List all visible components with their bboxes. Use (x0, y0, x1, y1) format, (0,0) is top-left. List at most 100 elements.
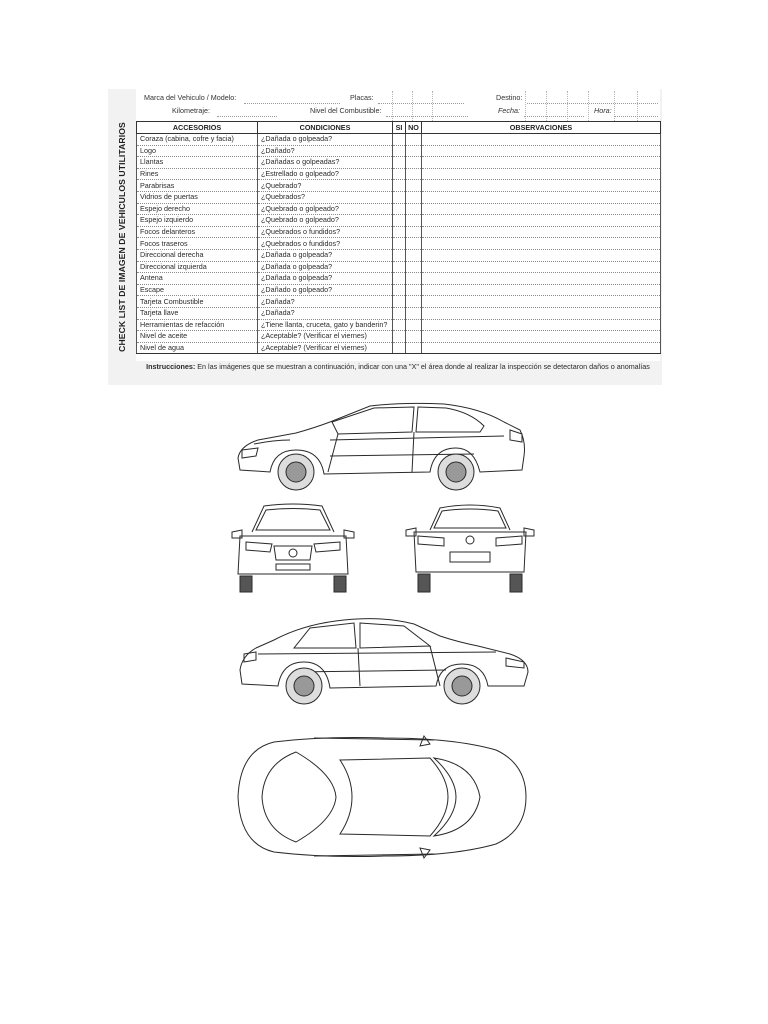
no-checkbox-cell[interactable] (405, 237, 422, 250)
grid-line (525, 91, 526, 121)
observaciones-cell[interactable] (421, 319, 661, 332)
car-side-view-right[interactable] (234, 614, 534, 710)
observaciones-cell[interactable] (421, 284, 661, 297)
kilometraje-field[interactable] (217, 116, 277, 117)
si-checkbox-cell[interactable] (392, 145, 406, 158)
no-checkbox-cell[interactable] (405, 156, 422, 169)
observaciones-cell[interactable] (421, 272, 661, 285)
accesorio-cell: Rines (136, 168, 258, 181)
no-checkbox-cell[interactable] (405, 145, 422, 158)
table-row: Nivel de aceite¿Aceptable? (Verificar el… (136, 330, 661, 343)
hora-field[interactable] (614, 116, 658, 117)
si-checkbox-cell[interactable] (392, 156, 406, 169)
si-checkbox-cell[interactable] (392, 307, 406, 320)
combustible-field[interactable] (386, 116, 468, 117)
si-checkbox-cell[interactable] (392, 226, 406, 239)
car-top-view[interactable] (234, 734, 530, 860)
observaciones-cell[interactable] (421, 179, 661, 192)
placas-field[interactable] (378, 103, 464, 104)
si-checkbox-cell[interactable] (392, 168, 406, 181)
observaciones-cell[interactable] (421, 203, 661, 216)
observaciones-cell[interactable] (421, 295, 661, 308)
car-front-view[interactable] (228, 502, 358, 596)
no-checkbox-cell[interactable] (405, 272, 422, 285)
checklist-table: ACCESORIOS CONDICIONES SI NO OBSERVACION… (136, 121, 661, 355)
accesorio-cell: Llantas (136, 156, 258, 169)
si-checkbox-cell[interactable] (392, 295, 406, 308)
observaciones-cell[interactable] (421, 330, 661, 343)
no-checkbox-cell[interactable] (405, 342, 422, 355)
si-checkbox-cell[interactable] (392, 133, 406, 146)
marca-field[interactable] (244, 103, 340, 104)
si-checkbox-cell[interactable] (392, 191, 406, 204)
accesorio-cell: Vidrios de puertas (136, 191, 258, 204)
observaciones-cell[interactable] (421, 249, 661, 262)
no-checkbox-cell[interactable] (405, 191, 422, 204)
grid-line (567, 91, 568, 121)
condicion-cell: ¿Dañada o golpeada? (257, 249, 393, 262)
si-checkbox-cell[interactable] (392, 214, 406, 227)
table-row: Antena¿Dañada o golpeada? (136, 272, 661, 285)
table-row: Espejo izquierdo¿Quebrado o golpeado? (136, 214, 661, 227)
no-checkbox-cell[interactable] (405, 330, 422, 343)
si-checkbox-cell[interactable] (392, 203, 406, 216)
observaciones-cell[interactable] (421, 168, 661, 181)
car-side-view-left[interactable] (234, 400, 530, 496)
observaciones-cell[interactable] (421, 214, 661, 227)
col-no: NO (405, 121, 422, 134)
no-checkbox-cell[interactable] (405, 284, 422, 297)
si-checkbox-cell[interactable] (392, 249, 406, 262)
condicion-cell: ¿Quebrados o fundidos? (257, 226, 393, 239)
condicion-cell: ¿Dañadas o golpeadas? (257, 156, 393, 169)
condicion-cell: ¿Aceptable? (Verificar el viernes) (257, 342, 393, 355)
observaciones-cell[interactable] (421, 237, 661, 250)
table-row: Llantas¿Dañadas o golpeadas? (136, 156, 661, 169)
grid-line (637, 91, 638, 121)
observaciones-cell[interactable] (421, 261, 661, 274)
observaciones-cell[interactable] (421, 342, 661, 355)
si-checkbox-cell[interactable] (392, 237, 406, 250)
no-checkbox-cell[interactable] (405, 295, 422, 308)
table-row: Focos delanteros¿Quebrados o fundidos? (136, 226, 661, 239)
fecha-field[interactable] (524, 116, 584, 117)
vertical-title: CHECK LIST DE IMAGEN DE VEHICULOS UTILIT… (108, 89, 136, 385)
no-checkbox-cell[interactable] (405, 226, 422, 239)
observaciones-cell[interactable] (421, 156, 661, 169)
condicion-cell: ¿Quebrado o golpeado? (257, 214, 393, 227)
si-checkbox-cell[interactable] (392, 272, 406, 285)
accesorio-cell: Tarjeta Combustible (136, 295, 258, 308)
no-checkbox-cell[interactable] (405, 307, 422, 320)
condicion-cell: ¿Quebrados? (257, 191, 393, 204)
si-checkbox-cell[interactable] (392, 284, 406, 297)
no-checkbox-cell[interactable] (405, 261, 422, 274)
observaciones-cell[interactable] (421, 307, 661, 320)
si-checkbox-cell[interactable] (392, 330, 406, 343)
observaciones-cell[interactable] (421, 145, 661, 158)
no-checkbox-cell[interactable] (405, 203, 422, 216)
table-row: Tarjeta Combustible¿Dañada? (136, 295, 661, 308)
si-checkbox-cell[interactable] (392, 179, 406, 192)
accesorio-cell: Nivel de aceite (136, 330, 258, 343)
side-title-text: CHECK LIST DE IMAGEN DE VEHICULOS UTILIT… (117, 122, 127, 352)
no-checkbox-cell[interactable] (405, 168, 422, 181)
table-header-row: ACCESORIOS CONDICIONES SI NO OBSERVACION… (136, 121, 661, 134)
no-checkbox-cell[interactable] (405, 249, 422, 262)
observaciones-cell[interactable] (421, 133, 661, 146)
table-row: Parabrisas¿Quebrado? (136, 179, 661, 192)
car-rear-view[interactable] (404, 502, 536, 596)
observaciones-cell[interactable] (421, 191, 661, 204)
si-checkbox-cell[interactable] (392, 319, 406, 332)
accesorio-cell: Logo (136, 145, 258, 158)
destino-field[interactable] (527, 103, 658, 104)
no-checkbox-cell[interactable] (405, 179, 422, 192)
table-row: Direccional izquierda¿Dañada o golpeada? (136, 261, 661, 274)
table-row: Tarjeta llave¿Dañada? (136, 307, 661, 320)
si-checkbox-cell[interactable] (392, 261, 406, 274)
observaciones-cell[interactable] (421, 226, 661, 239)
no-checkbox-cell[interactable] (405, 214, 422, 227)
no-checkbox-cell[interactable] (405, 319, 422, 332)
no-checkbox-cell[interactable] (405, 133, 422, 146)
si-checkbox-cell[interactable] (392, 342, 406, 355)
condicion-cell: ¿Dañada? (257, 295, 393, 308)
table-row: Espejo derecho¿Quebrado o golpeado? (136, 203, 661, 216)
